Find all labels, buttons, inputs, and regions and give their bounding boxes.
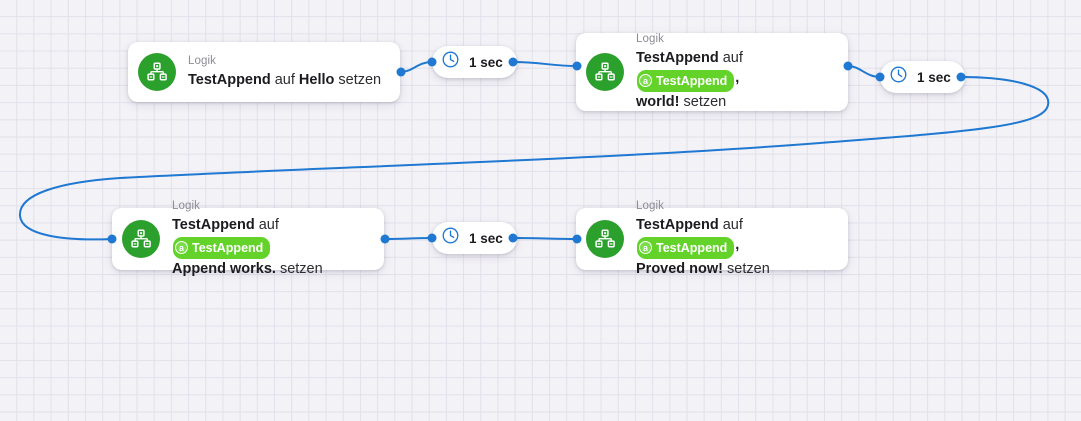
port-timer2-out[interactable] <box>956 72 966 82</box>
variable-chip-label: TestAppend <box>192 240 264 255</box>
node-connector-word: auf <box>270 72 299 88</box>
variable-chip[interactable]: a TestAppend <box>173 236 271 259</box>
node-card-4[interactable]: Logik TestAppend auf a TestAppend, Proved … <box>576 200 848 277</box>
port-timer1-in[interactable] <box>427 57 437 67</box>
node-card-1[interactable]: Logik TestAppend auf Hello setzen <box>128 42 400 102</box>
port-node3-in[interactable] <box>107 234 117 244</box>
node-chip-suffix: , <box>735 70 740 87</box>
variable-a-icon: a <box>639 74 652 88</box>
node-body: Logik TestAppend auf a TestAppend, world! … <box>636 32 836 112</box>
edge-timer1-node2[interactable] <box>512 61 578 67</box>
node-text: TestAppend auf a TestAppend, world! setzen <box>636 48 836 112</box>
timer-node-2[interactable]: 1 sec <box>880 61 965 93</box>
node-action-word: setzen <box>275 260 323 277</box>
node-connector-word: auf <box>718 50 743 67</box>
variable-chip[interactable]: a TestAppend <box>637 69 735 92</box>
node-body: Logik TestAppend auf a TestAppend, Proved … <box>636 199 836 279</box>
node-text: TestAppend auf a TestAppend, Proved now! s… <box>636 215 836 279</box>
edge-node3-timer3[interactable] <box>384 237 433 240</box>
node-kicker: Logik <box>188 55 216 67</box>
node-variable-name: TestAppend <box>172 217 255 234</box>
sitemap-icon <box>138 53 176 91</box>
node-variable-name: TestAppend <box>636 217 719 234</box>
port-node2-in[interactable] <box>572 61 582 71</box>
node-kicker: Logik <box>636 33 664 46</box>
clock-icon <box>441 50 460 74</box>
node-connector-word: auf <box>718 217 743 234</box>
node-text: TestAppend auf Hello setzen <box>188 70 381 90</box>
node-assigned-value: Proved now! <box>636 260 724 277</box>
node-variable-name: TestAppend <box>636 50 719 67</box>
timer-node-1[interactable]: 1 sec <box>432 46 517 78</box>
port-timer3-out[interactable] <box>508 233 518 243</box>
node-chip-suffix: , <box>735 237 740 254</box>
node-kicker: Logik <box>636 200 664 213</box>
clock-icon <box>441 226 460 250</box>
timer-node-3[interactable]: 1 sec <box>432 222 517 254</box>
port-timer3-in[interactable] <box>427 233 437 243</box>
node-kicker: Logik <box>172 200 200 213</box>
timer-label: 1 sec <box>469 54 503 70</box>
port-timer2-in[interactable] <box>875 72 885 82</box>
port-node3-out[interactable] <box>380 234 390 244</box>
node-action-word: setzen <box>679 93 727 110</box>
timer-label: 1 sec <box>917 69 951 85</box>
sitemap-icon <box>586 220 624 258</box>
sitemap-icon <box>122 220 160 258</box>
port-timer1-out[interactable] <box>508 57 518 67</box>
node-action-word: setzen <box>334 72 382 88</box>
node-action-word: setzen <box>723 260 770 277</box>
variable-a-icon: a <box>639 241 652 255</box>
sitemap-icon <box>586 53 624 91</box>
timer-label: 1 sec <box>469 230 503 246</box>
clock-icon <box>889 65 908 89</box>
node-card-2[interactable]: Logik TestAppend auf a TestAppend, world! … <box>576 33 848 111</box>
node-assigned-value: Hello <box>298 72 335 88</box>
variable-chip-label: TestAppend <box>656 73 728 88</box>
variable-a-icon: a <box>175 241 188 255</box>
node-connector-word: auf <box>254 217 279 234</box>
edge-timer3-node4[interactable] <box>512 237 578 240</box>
variable-chip-label: TestAppend <box>656 240 728 255</box>
node-body: Logik TestAppend auf Hello setzen <box>188 54 381 90</box>
node-assigned-value: Append works. <box>172 260 276 277</box>
port-node1-out[interactable] <box>396 67 406 77</box>
variable-chip[interactable]: a TestAppend <box>637 236 735 259</box>
port-node2-out[interactable] <box>843 61 853 71</box>
node-variable-name: TestAppend <box>188 72 271 88</box>
node-assigned-value: world! <box>636 93 680 110</box>
port-node4-in[interactable] <box>572 234 582 244</box>
